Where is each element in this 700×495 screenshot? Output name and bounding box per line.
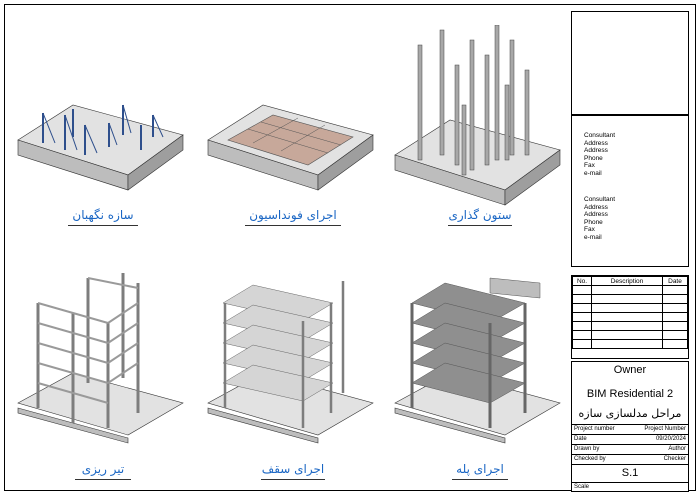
drawn-by-value: Author <box>668 446 686 452</box>
sheet-number: S.1 <box>621 467 639 479</box>
divider <box>572 424 688 425</box>
drawing-area: سازه نگهبان اجرای فونداسیون <box>5 5 569 490</box>
caption-columns: ستون گذاری <box>448 208 512 222</box>
beams-3d-view <box>17 273 184 444</box>
drawn-by-label: Drawn by <box>574 446 600 452</box>
project-name: BIM Residential 2 <box>586 388 674 400</box>
project-number-label: Project number <box>574 426 615 432</box>
foundation-3d-view <box>207 104 374 191</box>
logo-box <box>571 11 689 115</box>
rev-header-description: Description <box>591 276 663 286</box>
view-foundation: اجرای فونداسیون <box>203 25 383 245</box>
consultant-1: Consultant Address Address Phone Fax e-m… <box>584 132 616 177</box>
date-value: 09/20/2024 <box>655 436 686 442</box>
divider <box>572 434 688 435</box>
title-block: Consultant Address Address Phone Fax e-m… <box>571 11 691 492</box>
caption-underline <box>75 479 131 480</box>
stairs-3d-view <box>394 277 561 444</box>
view-shoring: سازه نگهبان <box>13 25 193 245</box>
caption-stairs: اجرای پله <box>456 462 504 476</box>
caption-shoring: سازه نگهبان <box>72 208 134 222</box>
divider <box>572 482 688 483</box>
divider <box>572 444 688 445</box>
view-slab: اجرای سقف <box>203 263 383 483</box>
revision-box: No. Description Date <box>571 275 689 359</box>
caption-underline <box>261 479 325 480</box>
divider <box>572 464 688 465</box>
view-beams: تیر ریزی <box>13 263 193 483</box>
sheet-name: مراحل مدلسازی سازه <box>578 407 682 420</box>
revision-table: No. Description Date <box>572 276 688 349</box>
caption-underline <box>448 225 512 226</box>
slab-3d-view <box>207 281 374 444</box>
view-stairs: اجرای پله <box>390 263 570 483</box>
scale-label: Scale <box>574 484 590 490</box>
checked-by-label: Checked by <box>574 456 606 462</box>
divider <box>572 454 688 455</box>
caption-underline <box>245 225 341 226</box>
view-columns: ستون گذاری <box>390 25 570 245</box>
caption-slab: اجرای سقف <box>261 462 325 476</box>
consultant-box: Consultant Address Address Phone Fax e-m… <box>571 115 689 267</box>
consultant-2: Consultant Address Address Phone Fax e-m… <box>584 196 616 241</box>
caption-beams: تیر ریزی <box>81 462 125 476</box>
rev-header-date: Date <box>662 276 688 286</box>
columns-3d-view <box>394 25 561 206</box>
project-number-value: Project Number <box>644 426 686 432</box>
caption-underline <box>68 225 138 226</box>
owner: Owner <box>613 364 647 376</box>
project-info-box: Owner BIM Residential 2 مراحل مدلسازی سا… <box>571 361 689 492</box>
caption-foundation: اجرای فونداسیون <box>249 208 337 222</box>
checked-by-value: Checker <box>663 456 686 462</box>
caption-underline <box>452 479 508 480</box>
rev-header-no: No. <box>572 276 592 286</box>
shoring-3d-view <box>17 104 184 191</box>
drawing-sheet: سازه نگهبان اجرای فونداسیون <box>4 4 696 492</box>
date-label: Date <box>574 436 587 442</box>
